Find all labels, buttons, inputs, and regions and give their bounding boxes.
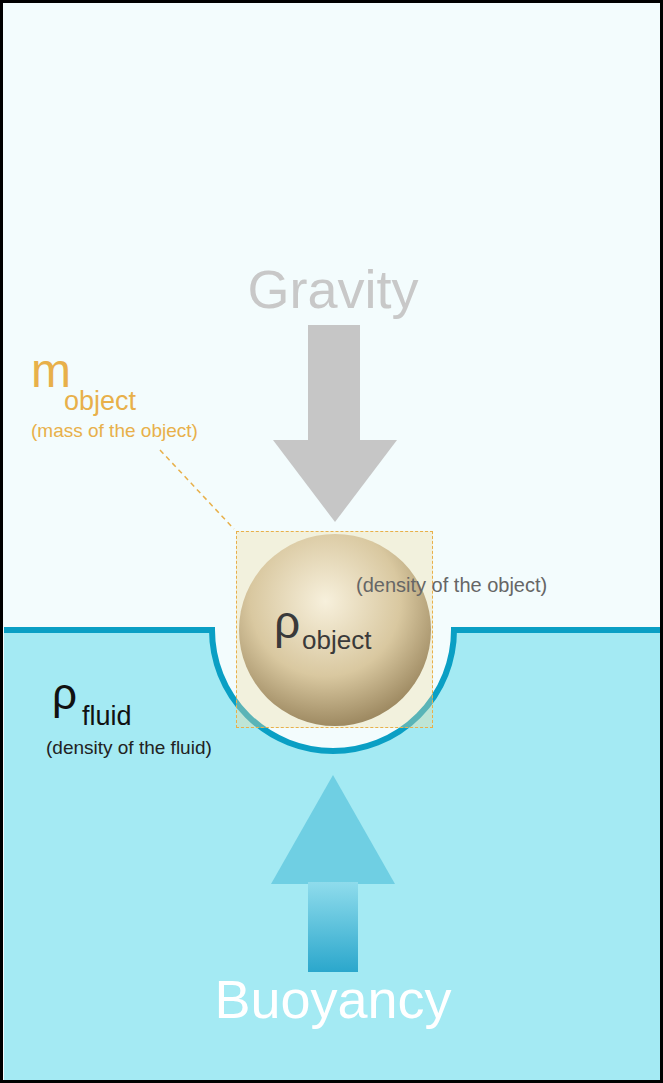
density-symbol: ρ xyxy=(274,599,300,645)
buoyancy-arrow-shaft xyxy=(308,882,358,972)
mass-caption: (mass of the object) xyxy=(31,421,198,440)
force-label: Gravity xyxy=(247,262,418,316)
object-ball: ρobject(density of the object) xyxy=(238,533,432,727)
force-label: Buoyancy xyxy=(214,972,451,1026)
density-symbol: ρ xyxy=(52,672,77,716)
gravity-arrow-shaft xyxy=(308,325,360,442)
density-subscript: object xyxy=(302,627,371,653)
gravity-arrow-head xyxy=(273,440,397,522)
leader-line xyxy=(160,450,234,529)
density-caption: (density of the object) xyxy=(356,575,547,595)
ball-circle xyxy=(239,534,431,726)
buoyancy-arrow-head xyxy=(271,775,395,884)
mass-subscript: object xyxy=(64,388,136,415)
density-subscript: fluid xyxy=(82,703,132,730)
mass-box: mobject(mass of the object)ρobject(densi… xyxy=(236,531,433,728)
density-caption: (density of the fluid) xyxy=(46,738,212,757)
